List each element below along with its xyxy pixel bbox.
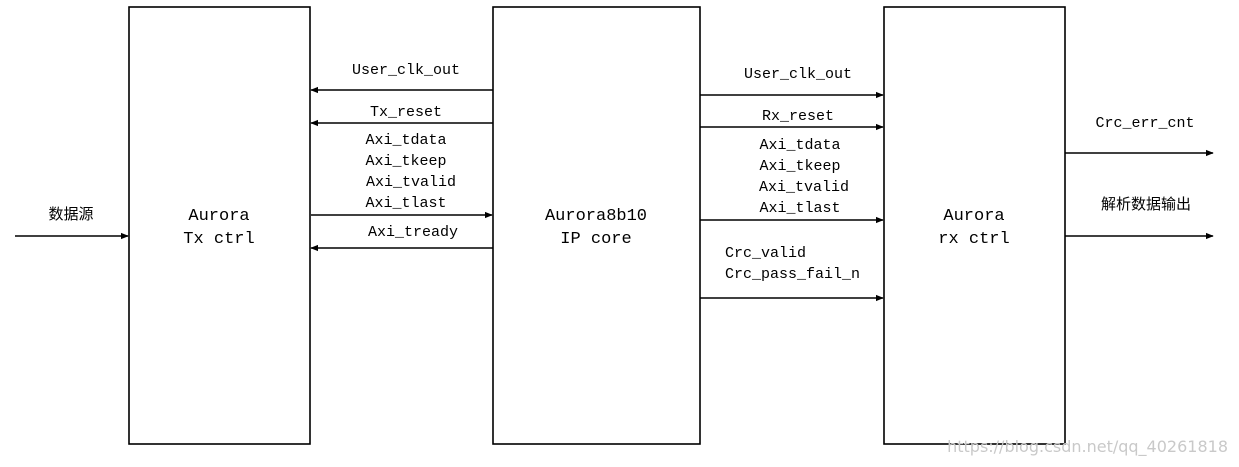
rx-axi-tkeep-label: Axi_tkeep [759,158,840,175]
rx-axi-tvalid-label: Axi_tvalid [759,179,849,196]
parse-output-label: 解析数据输出 [1101,195,1191,213]
tx-axi-tready-label: Axi_tready [368,224,458,241]
tx-axi-tvalid-label: Axi_tvalid [366,174,456,191]
rx-ctrl-block: Aurora rx ctrl [883,6,1066,445]
crc-err-cnt-label: Crc_err_cnt [1095,115,1194,132]
tx-axi-tlast-label: Axi_tlast [365,195,446,212]
rx-axi-tlast-label: Axi_tlast [759,200,840,217]
rx-axi-tdata-label: Axi_tdata [759,137,840,154]
input-label: 数据源 [48,205,93,223]
rx-user-clk-label: User_clk_out [744,66,852,83]
crc-valid-label: Crc_valid [725,245,806,262]
tx-ctrl-title: Aurora [188,207,249,226]
tx-ctrl-subtitle: Tx ctrl [183,230,254,249]
rx-ctrl-subtitle: rx ctrl [938,230,1009,249]
tx-reset-label: Tx_reset [370,104,442,121]
watermark-text: https://blog.csdn.net/qq_40261818 [947,437,1228,457]
ip-core-title: Aurora8b10 [545,207,647,226]
ip-core-subtitle: IP core [560,230,631,249]
ip-core-block: Aurora8b10 IP core [492,6,701,445]
crc-pass-fail-label: Crc_pass_fail_n [725,266,860,283]
tx-axi-tdata-label: Axi_tdata [365,132,446,149]
tx-ctrl-block: Aurora Tx ctrl [128,6,311,445]
tx-user-clk-label: User_clk_out [352,62,460,79]
rx-ctrl-title: Aurora [943,207,1004,226]
tx-axi-tkeep-label: Axi_tkeep [365,153,446,170]
rx-reset-label: Rx_reset [762,108,834,125]
